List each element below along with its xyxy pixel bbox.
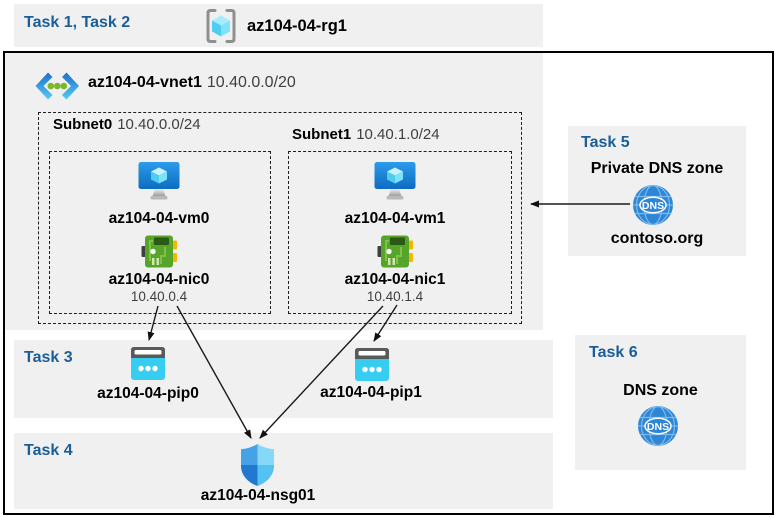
dns-zone-title: DNS zone <box>623 382 698 399</box>
task-6-label: Task 6 <box>589 344 638 361</box>
pip0-icon <box>131 347 165 380</box>
nsg-label: az104-04-nsg01 <box>200 487 316 504</box>
nsg-shield-icon <box>241 444 274 486</box>
virtual-network-icon <box>35 72 79 100</box>
subnet0-box <box>49 151 271 314</box>
task-5-label: Task 5 <box>581 134 630 151</box>
dns-zone-icon-text: DNS <box>647 421 669 433</box>
private-dns-zone-name: contoso.org <box>610 230 704 247</box>
vm0-icon <box>138 162 180 200</box>
nic1-label: az104-04-nic1 <box>344 271 446 288</box>
private-dns-icon: DNS <box>633 185 673 225</box>
task-3-panel <box>14 340 553 418</box>
resource-group-label: az104-04-rg1 <box>247 17 347 35</box>
nic0-ip: 10.40.0.4 <box>130 289 188 304</box>
vnet-name: az104-04-vnet1 <box>88 74 202 91</box>
nic1-icon <box>377 235 413 268</box>
vnet-container <box>5 53 543 330</box>
dns-zone-icon: DNS <box>638 406 678 446</box>
subnet0-name: Subnet0 <box>53 116 113 133</box>
vm1-icon <box>374 162 416 200</box>
task-1-2-label: Task 1, Task 2 <box>24 14 131 31</box>
nic1-ip: 10.40.1.4 <box>366 289 424 304</box>
vm1-label: az104-04-vm1 <box>344 210 446 227</box>
pip0-label: az104-04-pip0 <box>97 385 199 402</box>
resource-group-icon <box>206 9 236 43</box>
task-6-panel <box>575 335 746 470</box>
vnet-cidr: 10.40.0.0/20 <box>206 74 296 91</box>
subnet0-cidr: 10.40.0.0/24 <box>117 116 201 133</box>
private-dns-zone-title: Private DNS zone <box>590 160 724 177</box>
task-4-label: Task 4 <box>24 442 73 459</box>
diagram-border <box>3 51 774 515</box>
task-1-2-panel <box>14 4 543 47</box>
subnet1-cidr: 10.40.1.0/24 <box>356 126 440 143</box>
pip1-label: az104-04-pip1 <box>320 384 422 401</box>
task-3-label: Task 3 <box>24 349 73 366</box>
task-4-panel <box>14 433 553 509</box>
pip1-icon <box>355 348 389 381</box>
subnet1-name: Subnet1 <box>292 126 352 143</box>
private-dns-icon-text: DNS <box>642 200 664 212</box>
nic0-icon <box>141 235 177 268</box>
nic0-label: az104-04-nic0 <box>108 271 210 288</box>
vm0-label: az104-04-vm0 <box>108 210 210 227</box>
subnet1-box <box>288 151 512 314</box>
